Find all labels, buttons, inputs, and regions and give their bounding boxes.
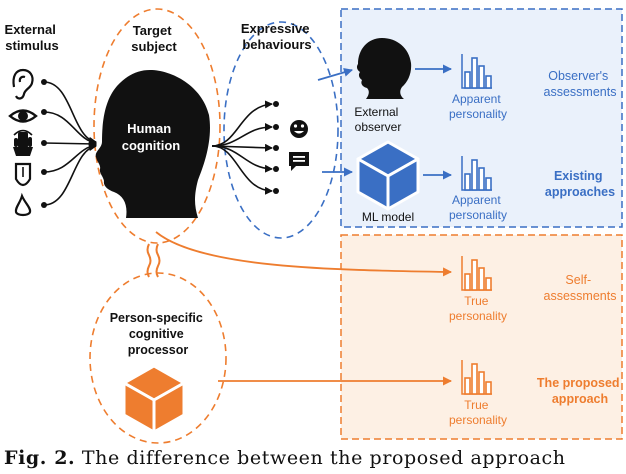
expressive-behaviours-ellipse [223,21,339,239]
ml-model-label: ML model [362,210,414,224]
observers-assessments-label: Observer's assessments [544,69,617,99]
caption-text: The difference between the proposed appr… [81,447,566,469]
figure-number: Fig. 2. [4,447,76,469]
cube-icon [122,364,186,434]
tongue-icon [14,162,32,187]
wavy-lines-icon [146,243,161,278]
arrow-to-self-assessment [155,231,452,277]
external-observer-label: External observer [354,105,401,134]
proposed-approach-label: The proposed approach [537,376,623,406]
behaviour-arrows [211,100,273,195]
apparent-personality-label: Apparent personality [449,193,507,222]
stimulus-dots [41,79,47,208]
head-silhouette-icon [95,70,210,218]
apparent-personality-label: Apparent personality [449,92,507,121]
true-personality-label: True personality [449,398,507,427]
human-cognition-label: Human cognition [122,121,181,153]
figure-caption: Fig. 2. The difference between the propo… [4,447,626,474]
external-stimulus-label: External stimulus [5,22,60,53]
self-assessments-label: Self- assessments [544,273,617,303]
cube-icon [356,140,420,211]
nose-icon [14,192,32,217]
existing-approaches-label: Existing approaches [545,169,615,199]
observer-head-icon [356,38,412,99]
arrow-to-observer [317,67,353,81]
processor-ellipse [89,272,227,444]
target-subject-label: Target subject [131,23,177,54]
stimulus-arrows [43,81,97,206]
processor-label: Person-specific cognitive processor [110,311,207,357]
true-personality-label: True personality [449,294,507,323]
hand-touch-icon [13,129,33,156]
eye-icon [8,109,38,123]
smiley-face-icon [290,120,308,138]
ear-icon [12,68,34,100]
behaviour-dots [273,101,279,194]
target-subject-ellipse [93,8,221,244]
speech-bubble-icon [289,152,309,171]
expressive-behaviours-label: Expressive behaviours [241,21,313,52]
